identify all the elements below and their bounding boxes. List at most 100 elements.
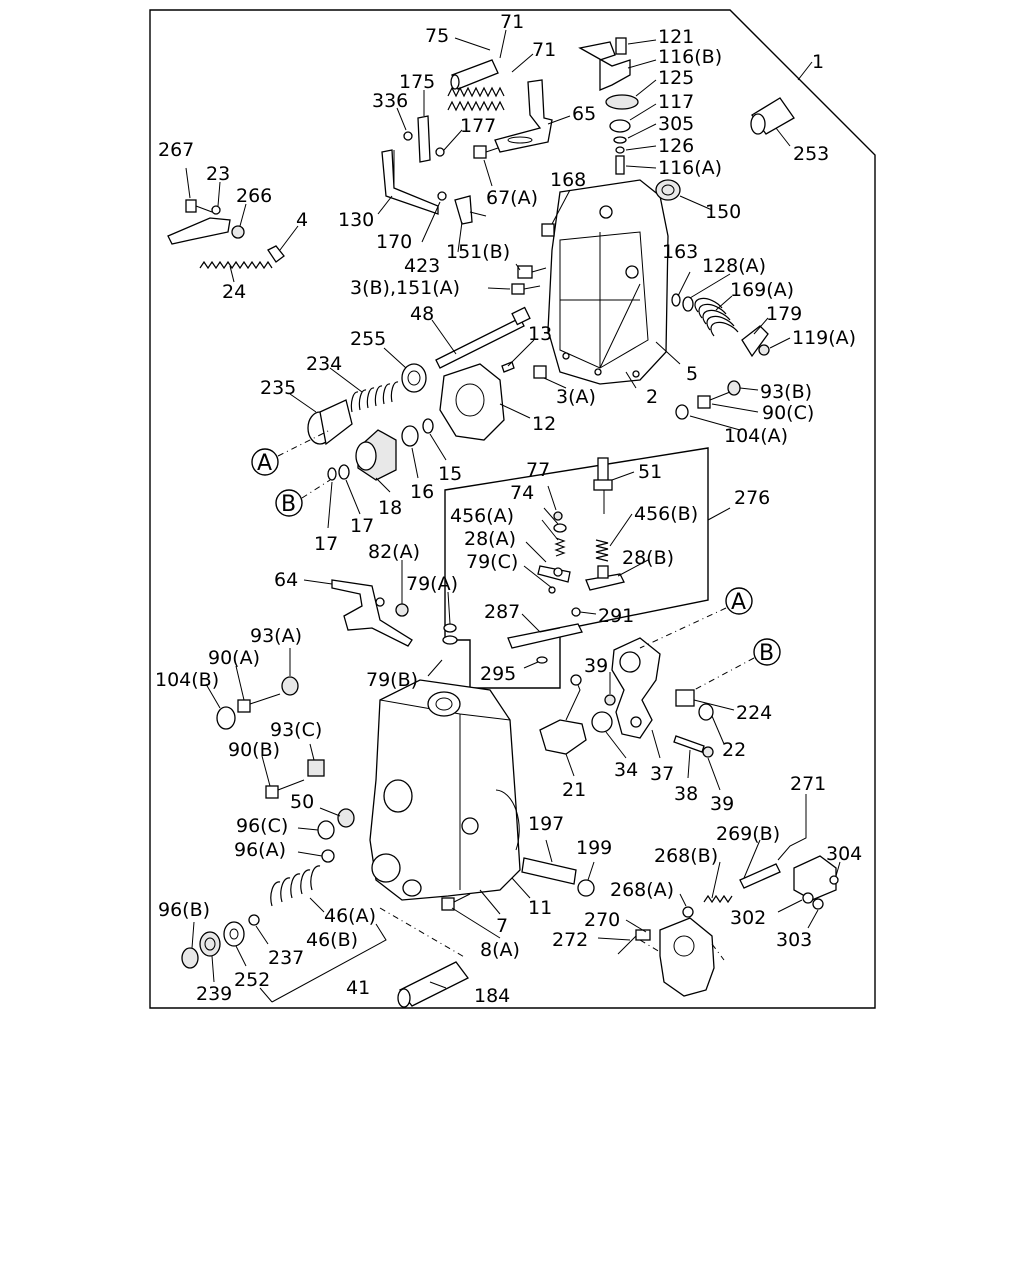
- part-163-washer: [671, 293, 681, 307]
- callout-266: 266: [236, 185, 272, 207]
- callout-34: 34: [614, 759, 638, 781]
- part-291: [571, 607, 581, 617]
- svg-text:A: A: [257, 451, 272, 476]
- callout-17-a: 17: [314, 533, 338, 555]
- callout-96a: 96(A): [234, 839, 286, 861]
- part-104b-cap: [216, 706, 236, 730]
- callout-276: 276: [734, 487, 770, 509]
- part-252: [223, 921, 245, 947]
- part-117: [609, 119, 631, 133]
- part-456a-spring: [554, 537, 566, 557]
- callout-125: 125: [658, 67, 694, 89]
- part-126: [615, 146, 625, 154]
- part-90a-screw: [237, 693, 281, 713]
- callout-169a: 169(A): [730, 279, 794, 301]
- part-237: [248, 914, 260, 926]
- part-39-nut-b: [702, 746, 714, 758]
- callout-8a: 8(A): [480, 939, 520, 961]
- callout-270: 270: [584, 909, 620, 931]
- callout-28b: 28(B): [622, 547, 674, 569]
- callout-119a: 119(A): [792, 327, 856, 349]
- part-90c-screw: [697, 391, 731, 409]
- callout-304: 304: [826, 843, 862, 865]
- callout-272: 272: [552, 929, 588, 951]
- callout-456b: 456(B): [634, 503, 698, 525]
- callout-116a: 116(A): [658, 157, 722, 179]
- diagram-frame: [149, 9, 876, 1009]
- part-22-bushing: [698, 703, 714, 721]
- part-24-spring: [199, 260, 273, 270]
- ref-marker-b-left: [275, 489, 303, 517]
- callout-130: 130: [338, 209, 374, 231]
- callout-302: 302: [730, 907, 766, 929]
- svg-text:B: B: [281, 492, 296, 517]
- callout-104a: 104(A): [724, 425, 788, 447]
- part-34-spring: [591, 711, 613, 733]
- part-37-cam: [611, 637, 661, 739]
- callout-37: 37: [650, 763, 674, 785]
- callout-64: 64: [274, 569, 298, 591]
- part-50-nut: [337, 808, 355, 828]
- part-119a-nut: [758, 344, 770, 356]
- callout-104b: 104(B): [155, 669, 219, 691]
- callout-150: 150: [705, 201, 741, 223]
- part-17-washer-b: [338, 464, 350, 480]
- callout-177: 177: [460, 115, 496, 137]
- part-4-clip: [267, 245, 285, 263]
- part-253-sleeve: [750, 97, 795, 135]
- svg-text:A: A: [731, 590, 746, 615]
- part-39-nut-a: [604, 694, 616, 706]
- callout-163: 163: [662, 241, 698, 263]
- group-41-bracket: [259, 923, 387, 1003]
- part-96a-plug: [321, 849, 335, 863]
- part-179-lever: [741, 325, 769, 358]
- part-82a-nut: [395, 603, 409, 617]
- callout-234: 234: [306, 353, 342, 375]
- part-8a-bolt: [441, 893, 471, 911]
- part-116a: [615, 155, 625, 175]
- callout-128a: 128(A): [702, 255, 766, 277]
- callout-3a: 3(A): [556, 386, 596, 408]
- callout-5: 5: [686, 363, 698, 385]
- callout-79a: 79(A): [406, 573, 458, 595]
- callout-237: 237: [268, 947, 304, 969]
- callout-16: 16: [410, 481, 434, 503]
- callout-2: 2: [646, 386, 658, 408]
- callout-41: 41: [346, 977, 370, 999]
- part-64-bracket: [331, 579, 413, 647]
- part-268b-spring: [703, 894, 733, 904]
- part-184-spacer: [397, 961, 469, 1008]
- callout-116b: 116(B): [658, 46, 722, 68]
- callout-303: 303: [776, 929, 812, 951]
- part-456b-spring: [595, 539, 609, 562]
- callout-268b: 268(B): [654, 845, 718, 867]
- part-74: [553, 523, 567, 533]
- callout-13: 13: [528, 323, 552, 345]
- part-46a-spring: [270, 865, 321, 907]
- part-270-solenoid-body: [639, 917, 725, 997]
- callout-255: 255: [350, 328, 386, 350]
- part-48-shaft: [435, 306, 531, 369]
- callout-65: 65: [572, 103, 596, 125]
- part-304-cap: [793, 855, 839, 901]
- callout-90c: 90(C): [762, 402, 814, 424]
- callout-15: 15: [438, 463, 462, 485]
- callout-12: 12: [532, 413, 556, 435]
- part-423-lever: [454, 195, 487, 225]
- part-268a: [682, 906, 694, 918]
- part-151-bolts: [511, 265, 547, 295]
- callout-51: 51: [638, 461, 662, 483]
- part-38-pin: [673, 735, 705, 753]
- callout-75: 75: [425, 25, 449, 47]
- callout-336: 336: [372, 90, 408, 112]
- callout-79b: 79(B): [366, 669, 418, 691]
- part-17-washer-a: [327, 467, 337, 481]
- callout-24: 24: [222, 281, 246, 303]
- callout-239: 239: [196, 983, 232, 1005]
- part-75-sleeve: [450, 59, 499, 90]
- callout-96b: 96(B): [158, 899, 210, 921]
- part-16-sleeve: [401, 425, 419, 447]
- callout-21: 21: [562, 779, 586, 801]
- callout-291: 291: [598, 605, 634, 627]
